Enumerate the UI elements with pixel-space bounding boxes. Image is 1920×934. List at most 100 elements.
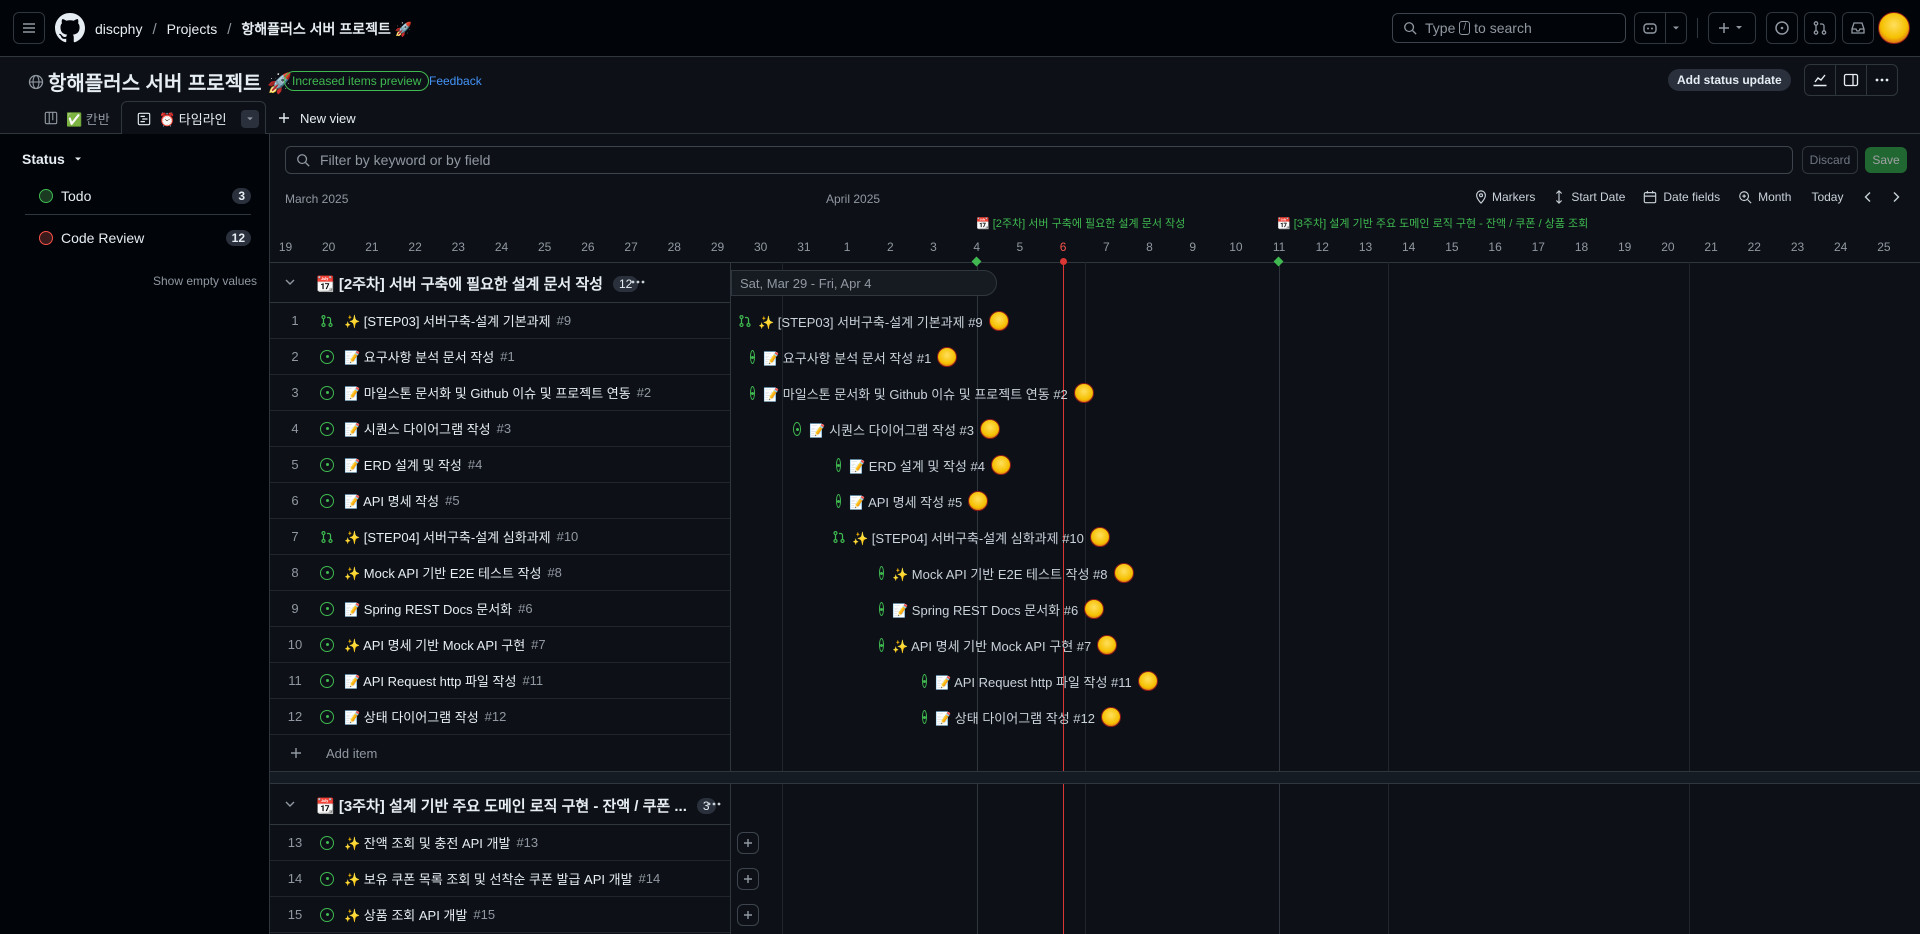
user-avatar[interactable] [1878, 12, 1910, 44]
feedback-link[interactable]: Feedback [429, 74, 482, 88]
preview-badge[interactable]: Increased items preview [284, 71, 430, 91]
tab-kanban[interactable]: ✅ 칸반 [30, 101, 120, 135]
group-by-button[interactable]: Status [22, 151, 83, 167]
group-menu-button[interactable] [630, 276, 646, 288]
timeline-bar[interactable]: 📝 시퀀스 다이어그램 작성 #3 [785, 414, 1000, 444]
group-menu-button[interactable] [706, 798, 722, 810]
milestone-label-week3[interactable]: 📆 [3주차] 설계 기반 주요 도메인 로직 구현 - 잔액 / 쿠폰 / 상… [1277, 218, 1589, 230]
assignee-avatar[interactable] [968, 491, 989, 511]
next-range-button[interactable] [1891, 191, 1901, 203]
copilot-dropdown[interactable] [1665, 12, 1687, 44]
today-button[interactable]: Today [1811, 190, 1844, 204]
add-date-button[interactable] [737, 904, 759, 926]
add-status-update-button[interactable]: Add status update [1668, 69, 1791, 91]
pull-requests-button[interactable] [1804, 12, 1836, 44]
table-row[interactable]: 5📝 ERD 설계 및 작성#4 [270, 447, 730, 483]
assignee-avatar[interactable] [990, 455, 1011, 475]
timeline-bar[interactable]: 📝 Spring REST Docs 문서화 #6 [871, 594, 1105, 624]
add-date-button[interactable] [737, 868, 759, 890]
item-title[interactable]: 📝 API 명세 작성 [344, 494, 440, 509]
tab-timeline[interactable]: ⏰ 타임라인 [121, 101, 266, 135]
item-title[interactable]: ✨ 보유 쿠폰 목록 조회 및 선착순 쿠폰 발급 API 개발 [344, 872, 633, 887]
assignee-avatar[interactable] [988, 311, 1009, 331]
sidebar-item-todo[interactable]: Todo 3 [25, 177, 251, 215]
assignee-avatar[interactable] [1113, 563, 1134, 583]
menu-button[interactable] [13, 12, 45, 44]
add-date-button[interactable] [737, 832, 759, 854]
discard-button[interactable]: Discard [1802, 146, 1858, 174]
copilot-button[interactable] [1634, 12, 1666, 44]
table-row[interactable]: 8✨ Mock API 기반 E2E 테스트 작성#8 [270, 555, 730, 591]
timeline-bar[interactable]: 📝 ERD 설계 및 작성 #4 [828, 450, 1011, 480]
item-title[interactable]: 📝 시퀀스 다이어그램 작성 [344, 422, 491, 437]
breadcrumb-owner[interactable]: discphy [95, 21, 143, 37]
zoom-button[interactable]: Month [1738, 190, 1791, 204]
table-row[interactable]: 4📝 시퀀스 다이어그램 작성#3 [270, 411, 730, 447]
github-logo[interactable] [55, 13, 85, 43]
table-row[interactable]: 13✨ 잔액 조회 및 충전 API 개발#13 [270, 825, 730, 861]
table-row[interactable]: 14✨ 보유 쿠폰 목록 조회 및 선착순 쿠폰 발급 API 개발#14 [270, 861, 730, 897]
side-panel-button[interactable] [1835, 64, 1867, 96]
item-title[interactable]: 📝 Spring REST Docs 문서화 [344, 602, 513, 617]
project-menu-button[interactable] [1866, 64, 1898, 96]
item-title[interactable]: 📝 마일스톤 문서화 및 Github 이슈 및 프로젝트 연동 [344, 386, 631, 401]
table-row[interactable]: 11📝 API Request http 파일 작성#11 [270, 663, 730, 699]
timeline-bar[interactable]: ✨ [STEP03] 서버구축-설계 기본과제 #9 [734, 306, 1009, 336]
assignee-avatar[interactable] [1089, 527, 1110, 547]
table-row[interactable]: 6📝 API 명세 작성#5 [270, 483, 730, 519]
assignee-avatar[interactable] [980, 419, 1000, 439]
timeline-bar[interactable]: ✨ [STEP04] 서버구축-설계 심화과제 #10 [828, 522, 1110, 552]
sort-start-date-button[interactable]: Start Date [1553, 190, 1625, 204]
item-title[interactable]: ✨ [STEP03] 서버구축-설계 기본과제 [344, 314, 551, 329]
issues-button[interactable] [1766, 12, 1798, 44]
inbox-button[interactable] [1842, 12, 1874, 44]
timeline-bar[interactable]: 📝 API 명세 작성 #5 [828, 486, 989, 516]
add-item-row[interactable]: Add item [270, 735, 730, 771]
timeline-bar[interactable]: ✨ API 명세 기반 Mock API 구현 #7 [871, 630, 1118, 660]
global-search-input[interactable]: Type / to search [1392, 13, 1626, 43]
item-title[interactable]: ✨ 상품 조회 API 개발 [344, 908, 468, 923]
table-row[interactable]: 12📝 상태 다이어그램 작성#12 [270, 699, 730, 735]
create-new-button[interactable] [1708, 12, 1756, 44]
item-title[interactable]: 📝 상태 다이어그램 작성 [344, 710, 479, 725]
item-title[interactable]: ✨ API 명세 기반 Mock API 구현 [344, 638, 526, 653]
collapse-group-button[interactable] [284, 276, 296, 288]
table-row[interactable]: 9📝 Spring REST Docs 문서화#6 [270, 591, 730, 627]
item-title[interactable]: 📝 요구사항 분석 문서 작성 [344, 350, 495, 365]
assignee-avatar[interactable] [1100, 707, 1121, 727]
assignee-avatar[interactable] [937, 347, 958, 367]
prev-range-button[interactable] [1863, 191, 1873, 203]
new-view-button[interactable]: New view [278, 101, 388, 135]
table-row[interactable]: 7✨ [STEP04] 서버구축-설계 심화과제#10 [270, 519, 730, 555]
show-empty-values-link[interactable]: Show empty values [153, 274, 258, 288]
table-row[interactable]: 2📝 요구사항 분석 문서 작성#1 [270, 339, 730, 375]
breadcrumb-projects[interactable]: Projects [166, 21, 218, 37]
assignee-avatar[interactable] [1073, 383, 1094, 403]
table-row[interactable]: 15✨ 상품 조회 API 개발#15 [270, 897, 730, 933]
milestone-label-week2[interactable]: 📆 [2주차] 서버 구축에 필요한 설계 문서 작성 [976, 218, 1186, 230]
insights-button[interactable] [1804, 64, 1836, 96]
assignee-avatar[interactable] [1097, 635, 1118, 655]
assignee-avatar[interactable] [1137, 671, 1158, 691]
date-fields-button[interactable]: Date fields [1643, 190, 1720, 204]
item-title[interactable]: ✨ Mock API 기반 E2E 테스트 작성 [344, 566, 542, 581]
item-title[interactable]: 📝 ERD 설계 및 작성 [344, 458, 462, 473]
table-row[interactable]: 3📝 마일스톤 문서화 및 Github 이슈 및 프로젝트 연동#2 [270, 375, 730, 411]
collapse-group-button[interactable] [284, 798, 296, 810]
table-row[interactable]: 1✨ [STEP03] 서버구축-설계 기본과제#9 [270, 303, 730, 339]
save-button[interactable]: Save [1865, 147, 1907, 173]
assignee-avatar[interactable] [1084, 599, 1105, 619]
timeline-bar[interactable]: 📝 API Request http 파일 작성 #11 [914, 666, 1158, 696]
tab-options-button[interactable] [240, 109, 259, 128]
breadcrumb-project[interactable]: 항해플러스 서버 프로젝트 🚀 [241, 21, 413, 37]
sidebar-item-code-review[interactable]: Code Review 12 [25, 219, 251, 257]
filter-input[interactable]: Filter by keyword or by field [285, 146, 1793, 174]
timeline-bar[interactable]: 📝 요구사항 분석 문서 작성 #1 [742, 342, 958, 372]
table-row[interactable]: 10✨ API 명세 기반 Mock API 구현#7 [270, 627, 730, 663]
markers-button[interactable]: Markers [1474, 190, 1535, 204]
item-title[interactable]: ✨ [STEP04] 서버구축-설계 심화과제 [344, 530, 551, 545]
timeline-bar[interactable]: ✨ Mock API 기반 E2E 테스트 작성 #8 [871, 558, 1134, 588]
timeline-bar[interactable]: 📝 상태 다이어그램 작성 #12 [914, 702, 1121, 732]
item-title[interactable]: ✨ 잔액 조회 및 충전 API 개발 [344, 836, 511, 851]
item-title[interactable]: 📝 API Request http 파일 작성 [344, 674, 517, 689]
